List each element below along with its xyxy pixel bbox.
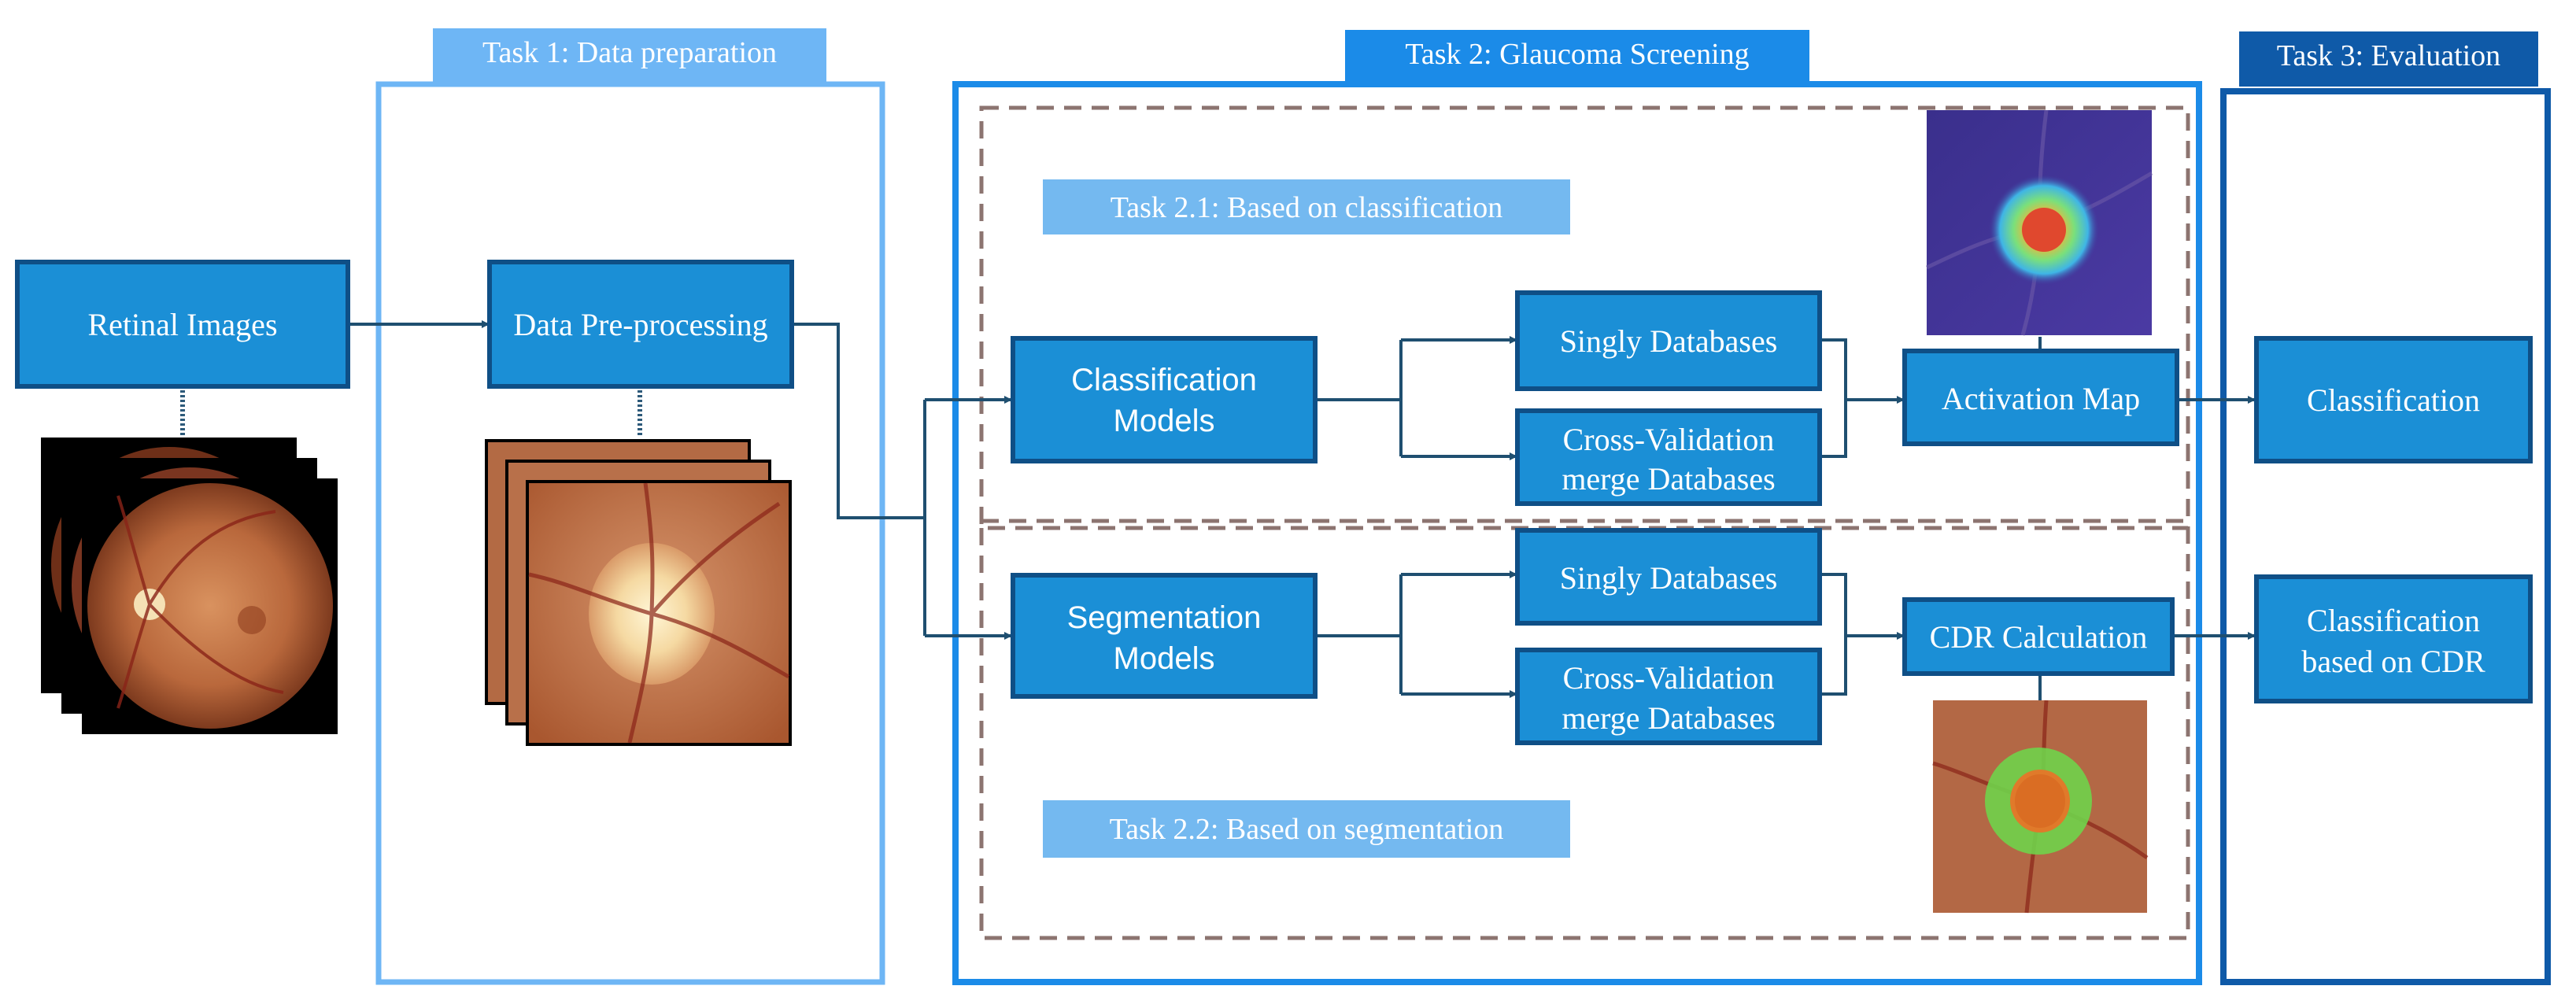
segmentation-models-line2: Models bbox=[1114, 641, 1215, 676]
retinal-images-box: Retinal Images bbox=[15, 260, 350, 389]
classification-cdr-box: Classification based on CDR bbox=[2254, 574, 2533, 703]
cross-validation-line2-1: merge Databases bbox=[1561, 461, 1775, 497]
line-preprocess-to-split bbox=[792, 323, 925, 519]
classification-branch-region bbox=[979, 105, 2190, 530]
subtask-classification-text: Task 2.1: Based on classification bbox=[1111, 191, 1503, 224]
cross-validation-box-2: Cross-Validation merge Databases bbox=[1515, 648, 1822, 745]
singly-databases-text-2: Singly Databases bbox=[1560, 560, 1778, 596]
classification-cdr-line1: Classification bbox=[2307, 603, 2480, 638]
singly-databases-box-2: Singly Databases bbox=[1515, 528, 1822, 626]
classification-cdr-line2: based on CDR bbox=[2301, 644, 2485, 679]
activation-heatmap-image bbox=[1925, 109, 2153, 336]
connectors bbox=[348, 320, 2256, 700]
classification-box: Classification bbox=[2254, 336, 2533, 463]
activation-map-box: Activation Map bbox=[1902, 349, 2179, 446]
subtask-segmentation-text: Task 2.2: Based on segmentation bbox=[1110, 813, 1504, 846]
fundus-image-stack bbox=[41, 438, 338, 734]
cdr-calculation-text: CDR Calculation bbox=[1930, 619, 2148, 655]
singly-databases-box-1: Singly Databases bbox=[1515, 290, 1822, 391]
classification-models-line2: Models bbox=[1114, 404, 1215, 438]
task3-frame bbox=[2220, 88, 2551, 985]
task2-label: Task 2: Glaucoma Screening bbox=[1345, 30, 1809, 85]
task2-label-text: Task 2: Glaucoma Screening bbox=[1405, 38, 1749, 71]
segmentation-overlay-image bbox=[1932, 700, 2149, 914]
optic-disc-crop-stack bbox=[485, 439, 792, 746]
task1-label: Task 1: Data preparation bbox=[433, 28, 826, 83]
cross-validation-line2-2: merge Databases bbox=[1561, 700, 1775, 736]
task3-label-text: Task 3: Evaluation bbox=[2277, 39, 2500, 72]
classification-models-box: Classification Models bbox=[1011, 336, 1318, 463]
classification-models-line1: Classification bbox=[1071, 363, 1257, 397]
subtask-classification-label: Task 2.1: Based on classification bbox=[1043, 179, 1570, 234]
subtask-segmentation-label: Task 2.2: Based on segmentation bbox=[1043, 800, 1570, 858]
classification-text: Classification bbox=[2307, 382, 2480, 418]
task1-label-text: Task 1: Data preparation bbox=[482, 36, 777, 69]
task3-label: Task 3: Evaluation bbox=[2239, 31, 2538, 87]
cdr-calculation-box: CDR Calculation bbox=[1902, 597, 2175, 676]
retinal-images-text: Retinal Images bbox=[87, 307, 277, 342]
cross-validation-line1-1: Cross-Validation bbox=[1563, 422, 1775, 457]
cross-validation-line1-2: Cross-Validation bbox=[1563, 660, 1775, 696]
segmentation-models-line1: Segmentation bbox=[1067, 600, 1262, 635]
cross-validation-box-1: Cross-Validation merge Databases bbox=[1515, 408, 1822, 506]
singly-databases-text-1: Singly Databases bbox=[1560, 323, 1778, 359]
data-preprocessing-text: Data Pre-processing bbox=[513, 307, 767, 342]
line-dbs1-merge bbox=[1820, 338, 1847, 458]
segmentation-branch-region bbox=[979, 519, 2190, 940]
activation-map-text: Activation Map bbox=[1942, 381, 2140, 416]
line-dbs2-merge bbox=[1820, 573, 1847, 696]
segmentation-models-box: Segmentation Models bbox=[1011, 573, 1318, 699]
task1-frame bbox=[375, 81, 885, 985]
data-preprocessing-box: Data Pre-processing bbox=[487, 260, 794, 389]
